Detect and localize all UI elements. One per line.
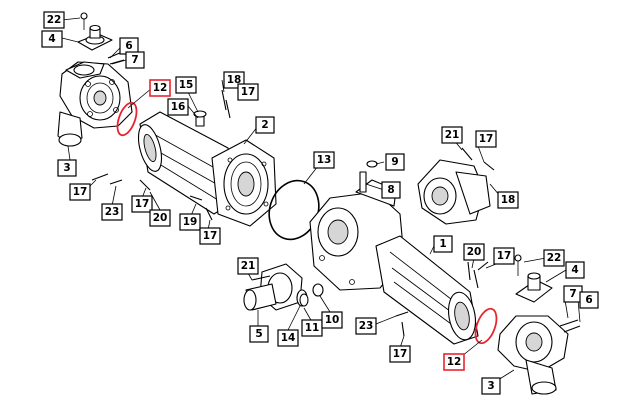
label-19: 19 [179,213,201,231]
svg-text:16: 16 [171,101,186,113]
label-4-top-left: 4 [41,30,63,48]
svg-text:23: 23 [359,320,374,332]
label-7-top-left: 7 [125,51,145,69]
svg-text:17: 17 [203,230,218,242]
label-2: 2 [255,116,275,134]
label-22-top-left: 22 [43,11,65,29]
svg-text:4: 4 [571,264,578,276]
svg-text:18: 18 [501,194,516,206]
svg-text:1: 1 [439,238,446,250]
label-16: 16 [167,98,189,116]
o-ring-left [116,101,138,137]
pivot-bracket [417,147,495,225]
left-knuckle-assembly [57,12,133,147]
label-11: 11 [301,319,323,337]
label-9: 9 [385,153,405,171]
label-23-left: 23 [101,203,123,221]
label-21-top-right: 21 [441,126,463,144]
label-17-right: 17 [493,247,515,265]
left-axle-housing [137,89,277,227]
label-17-mid-left: 17 [131,195,153,213]
label-14: 14 [277,329,299,347]
label-4-right: 4 [565,261,585,279]
svg-text:17: 17 [497,250,512,262]
o-ring-right [474,307,498,345]
svg-text:2: 2 [261,119,268,131]
label-13: 13 [313,151,335,169]
label-6-right: 6 [579,291,599,309]
svg-text:17: 17 [241,86,256,98]
label-23-right: 23 [355,317,377,335]
svg-text:23: 23 [105,206,120,218]
right-axle-tube [375,235,479,345]
svg-text:3: 3 [487,380,494,392]
svg-text:6: 6 [585,294,592,306]
svg-text:6: 6 [125,40,132,52]
svg-text:17: 17 [479,133,494,145]
label-15: 15 [175,76,197,94]
label-17-left: 17 [69,183,91,201]
svg-text:17: 17 [135,198,150,210]
svg-text:22: 22 [547,252,562,264]
svg-text:22: 22 [47,14,62,26]
svg-text:17: 17 [73,186,88,198]
label-17-top-right: 17 [475,130,497,148]
svg-text:12: 12 [447,356,462,368]
svg-text:18: 18 [227,74,242,86]
label-17-bottom: 17 [389,345,411,363]
svg-text:10: 10 [325,314,340,326]
label-5: 5 [249,325,269,343]
part-labels: 22 4 6 7 12 15 18 17 16 2 3 17 23 17 20 … [41,11,599,395]
svg-text:9: 9 [391,156,398,168]
label-12-left-red: 12 [149,79,171,97]
svg-text:21: 21 [241,260,256,272]
label-20-right: 20 [463,243,485,261]
svg-text:7: 7 [569,288,576,300]
svg-text:13: 13 [317,154,332,166]
label-21-lower: 21 [237,257,259,275]
svg-text:4: 4 [48,33,55,45]
svg-text:21: 21 [445,129,460,141]
svg-text:5: 5 [255,328,262,340]
svg-text:8: 8 [387,184,394,196]
label-17-lower-left: 17 [199,227,221,245]
label-1: 1 [433,235,453,253]
svg-text:12: 12 [153,82,168,94]
svg-text:7: 7 [131,54,138,66]
label-7-right: 7 [563,285,583,303]
svg-text:14: 14 [281,332,296,344]
svg-text:11: 11 [305,322,320,334]
right-knuckle-assembly [497,254,581,395]
label-8: 8 [381,181,401,199]
fastener-bolts [91,173,489,337]
svg-text:20: 20 [153,212,168,224]
svg-text:20: 20 [467,246,482,258]
label-18-right: 18 [497,191,519,209]
label-12-right-red: 12 [443,353,465,371]
label-22-right: 22 [543,249,565,267]
label-17-top: 17 [237,83,259,101]
washer [312,283,324,297]
svg-text:3: 3 [63,162,70,174]
label-3-left: 3 [57,159,77,177]
svg-text:15: 15 [179,79,194,91]
retainer [299,293,309,307]
label-10: 10 [321,311,343,329]
svg-text:17: 17 [393,348,408,360]
label-20-left: 20 [149,209,171,227]
label-3-right: 3 [481,377,501,395]
svg-text:19: 19 [183,216,198,228]
